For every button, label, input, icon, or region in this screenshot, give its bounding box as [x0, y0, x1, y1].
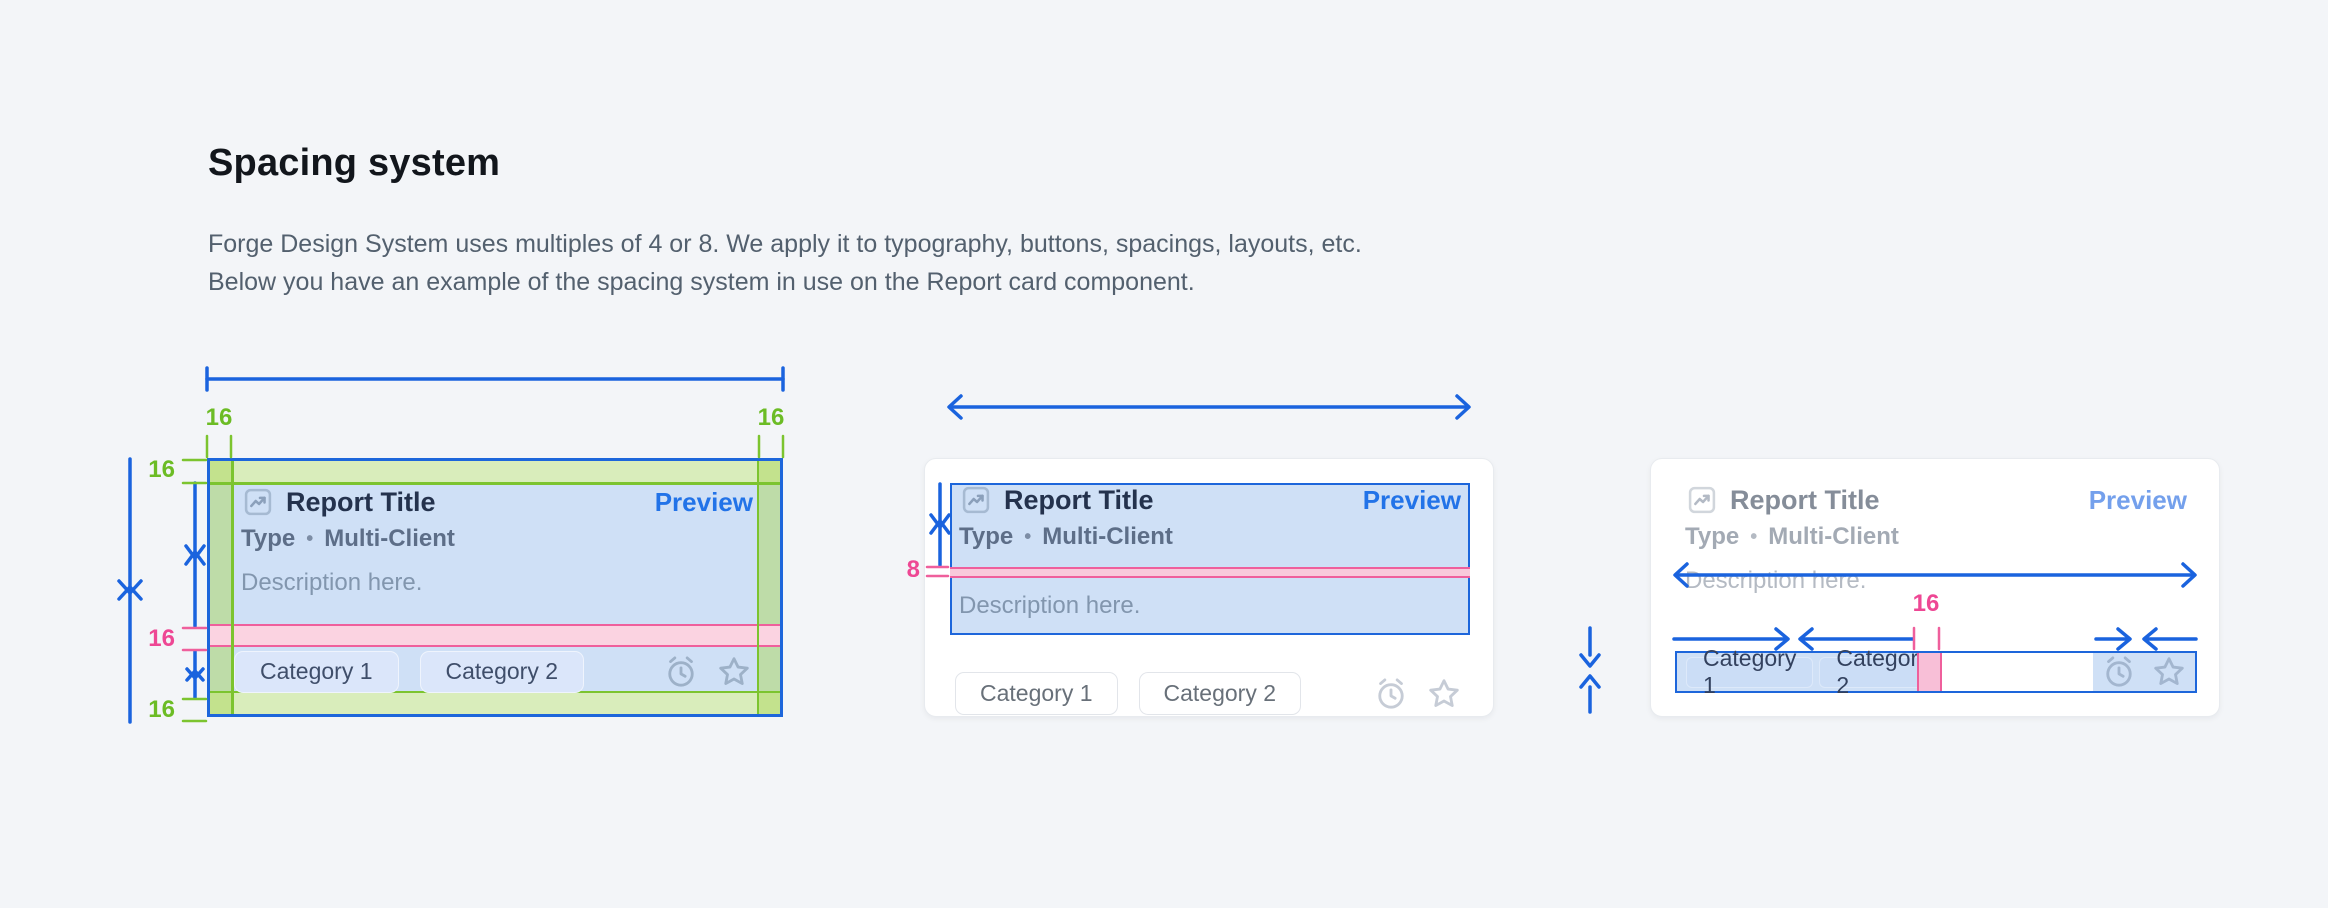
title-block-gap-overlay	[950, 567, 1470, 578]
padding-right-overlay	[759, 461, 780, 714]
category-chip-2[interactable]: Category 2	[1138, 672, 1302, 715]
alarm-icon[interactable]	[2100, 653, 2138, 691]
chart-line-icon	[959, 483, 993, 517]
preview-link[interactable]: Preview	[654, 486, 753, 517]
report-description: Description here.	[959, 592, 1141, 619]
category-chip-1[interactable]: Category 1	[1686, 645, 1814, 698]
category-chip-1[interactable]: Category 1	[234, 650, 399, 693]
alarm-icon[interactable]	[1372, 675, 1410, 713]
page-title: Spacing system	[208, 142, 501, 184]
chart-line-icon	[1685, 483, 1719, 517]
padding-guide-line	[756, 461, 759, 714]
report-client-label: Multi-Client	[324, 525, 455, 552]
alarm-icon[interactable]	[662, 653, 700, 691]
star-icon[interactable]	[715, 653, 753, 691]
padding-left-overlay	[210, 461, 231, 714]
flexible-space	[1942, 653, 2093, 691]
category-chips-zone: Category 1 Category 2	[1677, 645, 1947, 698]
page-description-line1: Forge Design System uses multiples of 4 …	[208, 230, 1362, 258]
report-type-label: Type	[1685, 523, 1740, 550]
report-type-label: Type	[959, 523, 1014, 550]
category-gap-value: 16	[1912, 590, 1940, 617]
title-block-gap-value: 8	[906, 556, 920, 583]
padding-left-value: 16	[205, 404, 233, 431]
report-title: Report Title	[1730, 484, 1880, 515]
title-block-highlight	[950, 483, 1470, 635]
star-icon[interactable]	[1425, 675, 1463, 713]
report-card-figure2: Report Title Preview Type • Multi-Client…	[924, 458, 1494, 717]
report-title: Report Title	[1004, 484, 1154, 515]
report-card-figure3: Report Title Preview Type • Multi-Client…	[1650, 458, 2220, 717]
category-chip-1[interactable]: Category 1	[955, 672, 1118, 715]
page-description-line2: Below you have an example of the spacing…	[208, 268, 1195, 296]
report-description: Description here.	[1685, 567, 1867, 594]
report-type-label: Type	[241, 525, 296, 552]
report-description: Description here.	[241, 569, 423, 596]
action-icons-zone	[2093, 653, 2195, 691]
preview-link[interactable]: Preview	[1362, 484, 1461, 515]
padding-guide-line	[210, 482, 780, 485]
category-gap-overlay	[1917, 653, 1942, 691]
report-title: Report Title	[286, 486, 436, 517]
report-client-label: Multi-Client	[1768, 523, 1899, 550]
separator-dot: •	[306, 527, 314, 550]
preview-link[interactable]: Preview	[2088, 484, 2187, 515]
star-icon[interactable]	[2150, 653, 2188, 691]
category-row-highlight: Category 1 Category 2	[1675, 645, 2197, 698]
separator-dot: •	[1024, 525, 1032, 548]
padding-top-overlay	[210, 461, 780, 482]
separator-dot: •	[1750, 525, 1758, 548]
padding-bottom-overlay	[210, 693, 780, 714]
chart-line-icon	[241, 485, 275, 519]
report-card-figure1: Report Title Preview Type • Multi-Client…	[207, 458, 783, 717]
report-client-label: Multi-Client	[1042, 523, 1173, 550]
padding-guide-line	[231, 461, 234, 714]
padding-top-value: 16	[148, 456, 175, 483]
padding-right-value: 16	[757, 404, 785, 431]
category-chip-2[interactable]: Category 2	[419, 650, 585, 693]
row-gap-value: 16	[148, 625, 175, 652]
padding-bottom-value: 16	[148, 696, 175, 723]
row-gap-overlay	[210, 624, 780, 647]
